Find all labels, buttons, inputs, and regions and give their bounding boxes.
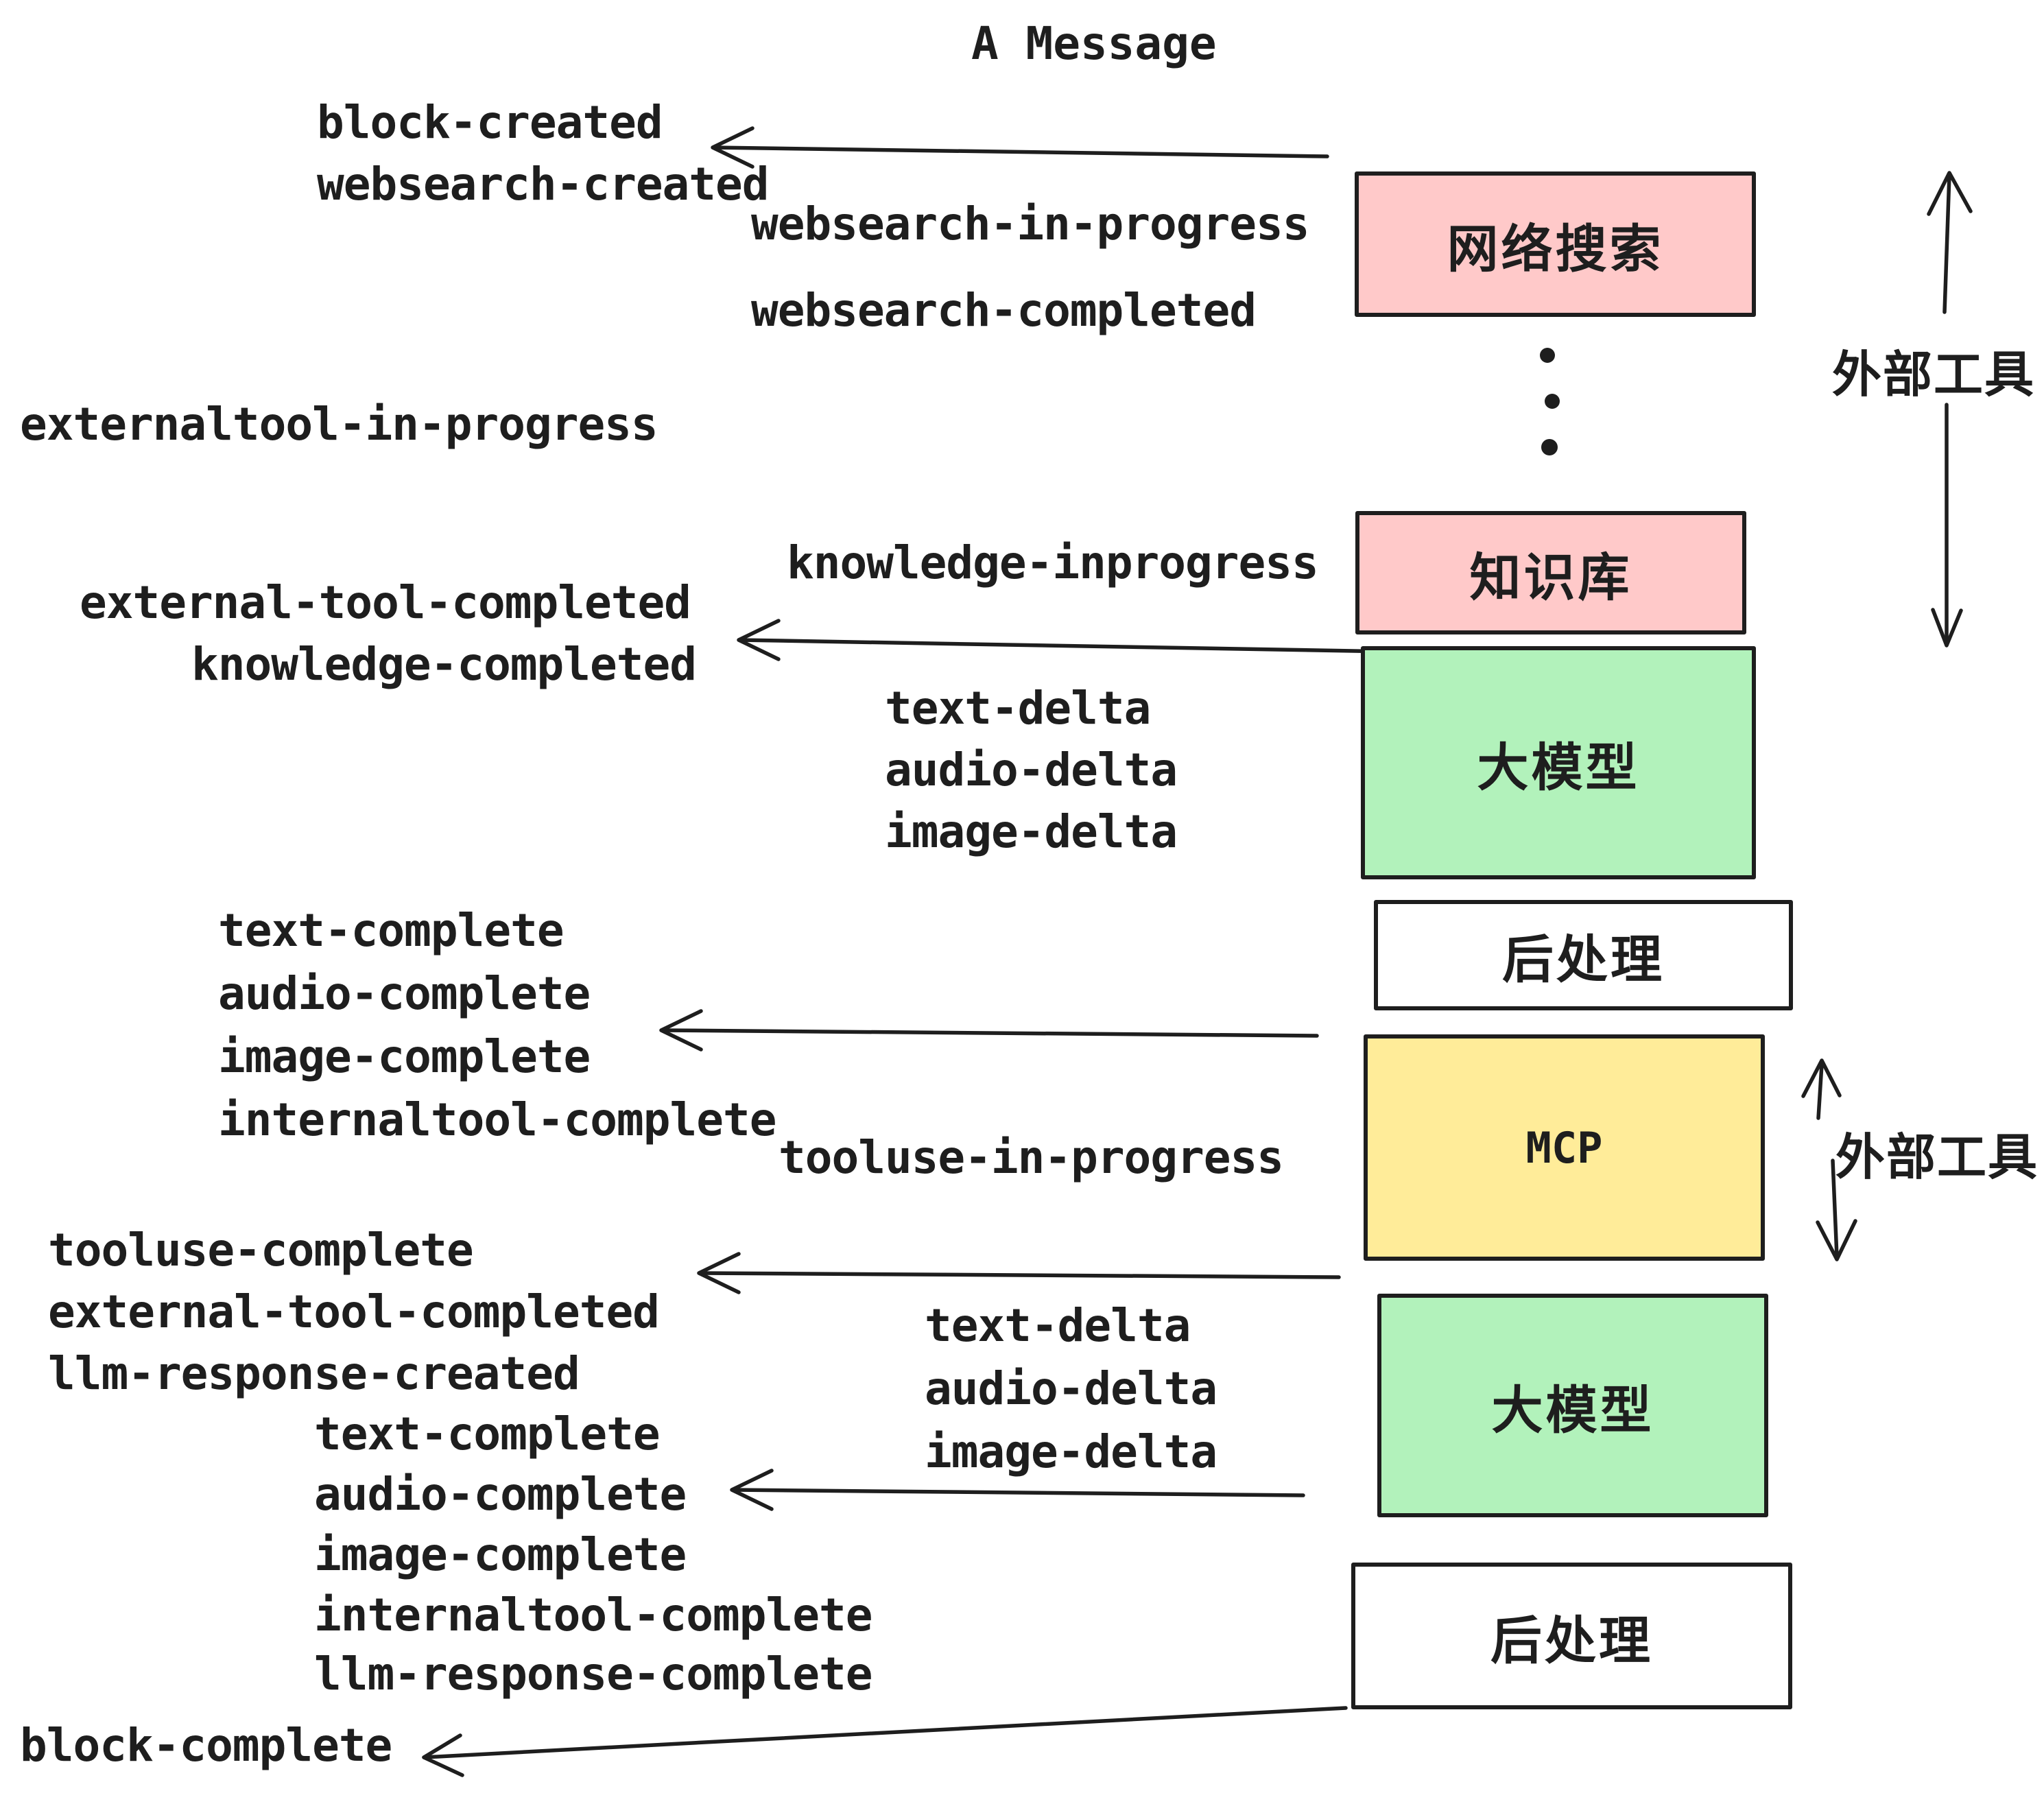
- box-knowledge-base-label: 知识库: [1469, 547, 1632, 608]
- event-text-complete-1: text-complete: [218, 904, 565, 957]
- vertical-ellipsis-dots: [1540, 348, 1560, 455]
- box-mcp-label: MCP: [1525, 1122, 1603, 1173]
- box-web-search-label: 网络搜索: [1447, 218, 1664, 279]
- event-knowledge-completed: knowledge-completed: [191, 638, 697, 691]
- event-websearch-in-progress: websearch-in-progress: [751, 198, 1309, 250]
- event-text-complete-2: text-complete: [314, 1408, 661, 1460]
- event-audio-complete-2: audio-complete: [314, 1468, 687, 1521]
- event-websearch-completed: websearch-completed: [751, 284, 1257, 337]
- event-text-delta-1: text-delta: [885, 682, 1151, 735]
- box-post-process-1: 后处理: [1374, 900, 1793, 1010]
- event-audio-delta-1: audio-delta: [885, 744, 1178, 796]
- event-image-delta-2: image-delta: [925, 1425, 1217, 1478]
- event-knowledge-inprogress: knowledge-inprogress: [787, 536, 1319, 589]
- arrow-block-complete-return: [422, 1706, 1348, 1777]
- event-llm-response-created: llm-response-created: [48, 1347, 580, 1400]
- box-llm-1: 大模型: [1361, 646, 1756, 879]
- double-arrow-external-tools-1: [1927, 171, 1973, 648]
- event-image-complete-2: image-complete: [314, 1528, 687, 1581]
- box-post-process-2-label: 后处理: [1490, 1610, 1653, 1671]
- event-llm-response-complete: llm-response-complete: [314, 1648, 872, 1700]
- box-llm-2-label: 大模型: [1491, 1379, 1654, 1440]
- event-external-tool-completed-1: external-tool-completed: [80, 576, 691, 629]
- box-knowledge-base: 知识库: [1355, 511, 1746, 634]
- arrow-tooluse-return: [697, 1252, 1341, 1294]
- event-tooluse-in-progress: tooluse-in-progress: [779, 1131, 1284, 1184]
- event-block-created: block-created: [317, 96, 663, 149]
- event-audio-complete-1: audio-complete: [218, 967, 591, 1020]
- side-label-external-tools-1: 外部工具: [1832, 346, 2036, 403]
- event-image-delta-1: image-delta: [885, 805, 1178, 858]
- box-mcp: MCP: [1364, 1034, 1765, 1261]
- side-label-external-tools-2: 外部工具: [1835, 1128, 2039, 1186]
- box-llm-1-label: 大模型: [1477, 737, 1640, 798]
- page-title: A Message: [971, 17, 1217, 70]
- event-tooluse-complete: tooluse-complete: [48, 1224, 474, 1277]
- arrow-knowledge-return: [737, 619, 1394, 661]
- event-websearch-created: websearch-created: [317, 158, 770, 211]
- event-text-delta-2: text-delta: [925, 1299, 1191, 1352]
- event-internaltool-complete-1: internaltool-complete: [218, 1093, 776, 1146]
- event-internaltool-complete-2: internaltool-complete: [314, 1589, 872, 1641]
- event-block-complete: block-complete: [20, 1719, 392, 1772]
- event-audio-delta-2: audio-delta: [925, 1362, 1217, 1415]
- arrow-internal-complete-return: [659, 1009, 1319, 1052]
- arrow-websearch-return: [711, 126, 1329, 169]
- box-post-process-1-label: 后处理: [1501, 929, 1665, 990]
- event-image-complete-1: image-complete: [218, 1030, 591, 1083]
- box-post-process-2: 后处理: [1351, 1563, 1792, 1709]
- event-externaltool-in-progress: externaltool-in-progress: [20, 398, 658, 451]
- box-llm-2: 大模型: [1377, 1294, 1768, 1517]
- box-web-search: 网络搜索: [1355, 171, 1756, 317]
- event-external-tool-completed-2: external-tool-completed: [48, 1285, 660, 1338]
